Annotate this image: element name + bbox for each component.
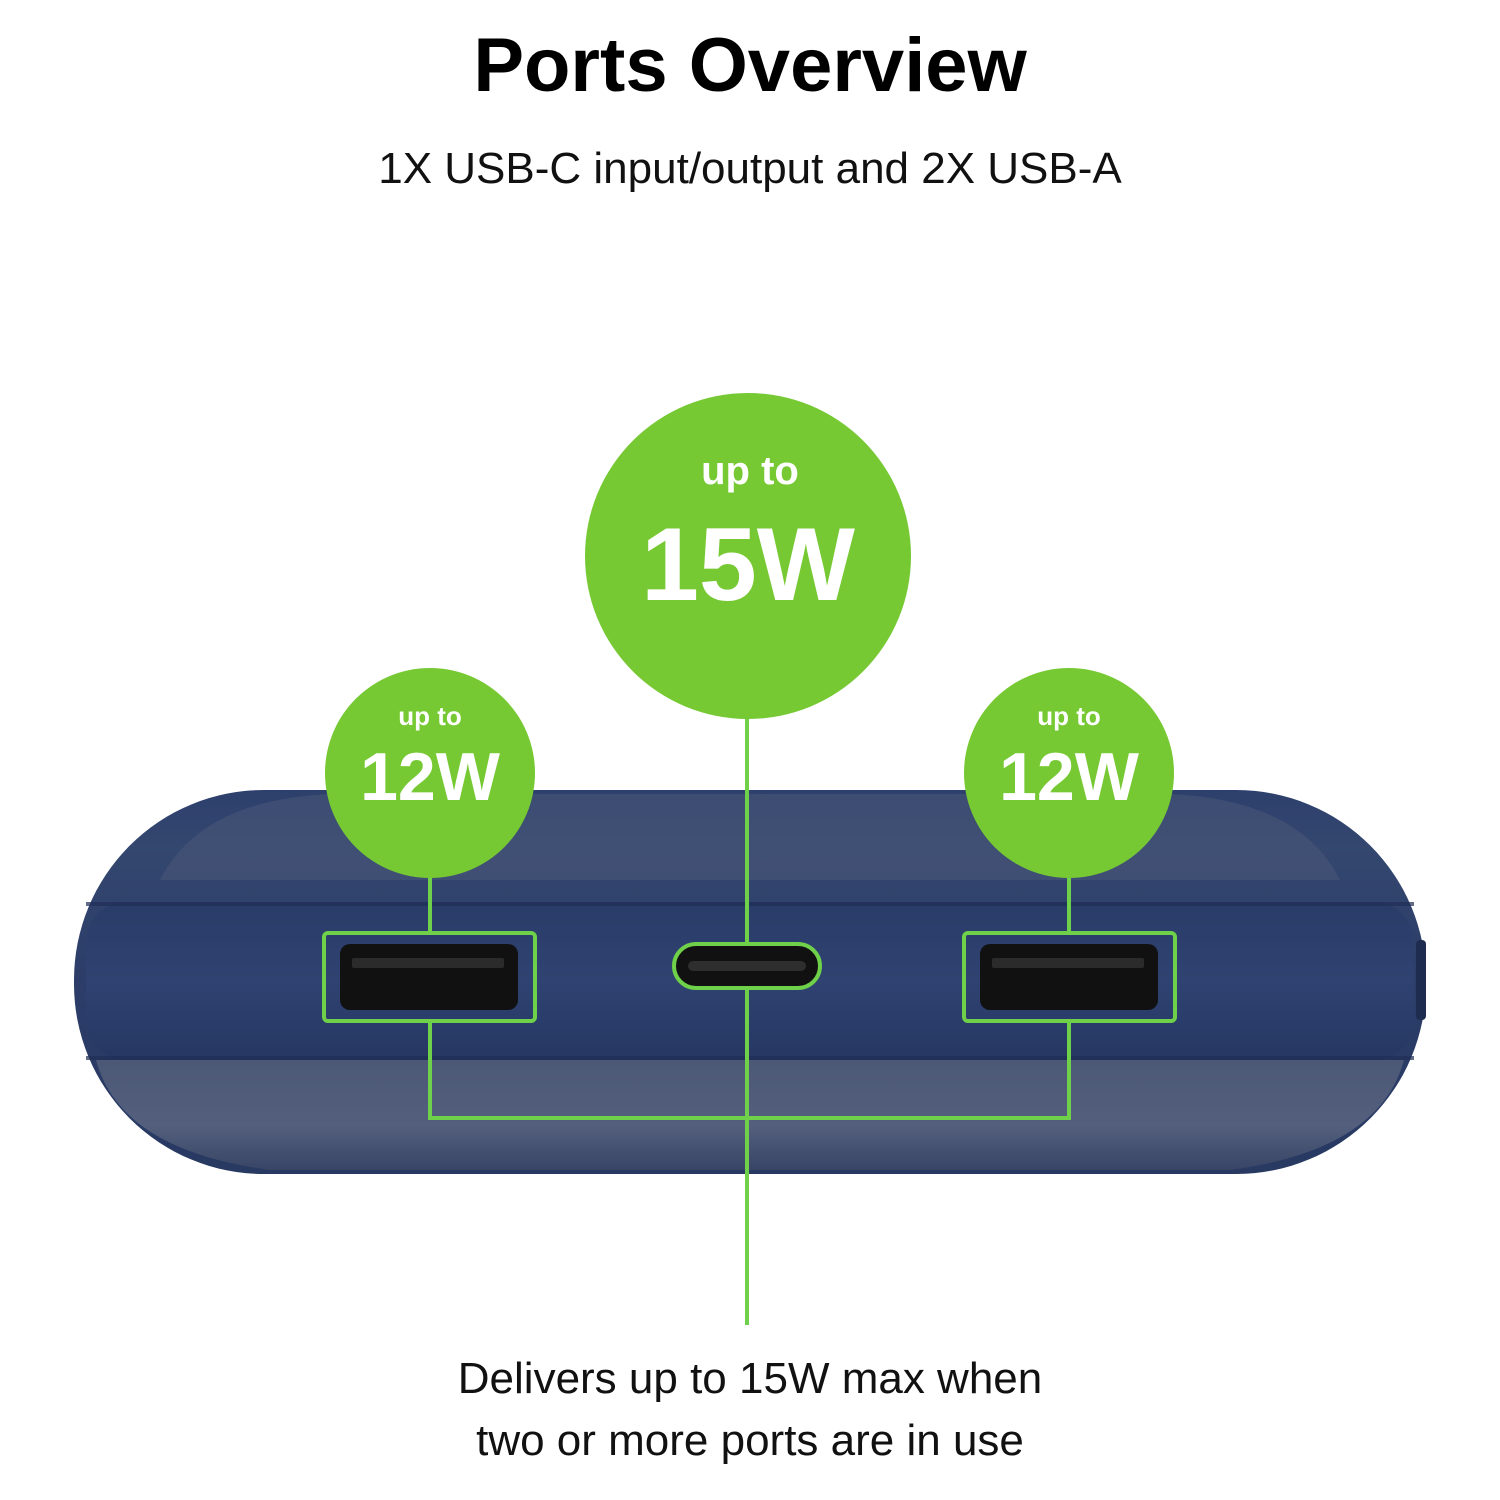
usb-a-port-right (962, 931, 1177, 1023)
page-subtitle: 1X USB-C input/output and 2X USB-A (378, 144, 1122, 193)
badge-left-prefix: up to (398, 701, 462, 731)
connector-lines (428, 715, 1071, 1325)
page-title: Ports Overview (473, 23, 1027, 108)
usb-a-port-left (322, 931, 537, 1023)
footnote: Delivers up to 15W max when two or more … (0, 1348, 1500, 1472)
power-badge-left: up to 12W (325, 668, 535, 878)
badge-center-prefix: up to (701, 449, 799, 493)
badge-center-value: 15W (641, 507, 856, 623)
badge-right-value: 12W (999, 739, 1140, 815)
footnote-line-1: Delivers up to 15W max when (457, 1354, 1043, 1403)
badge-right-prefix: up to (1037, 701, 1101, 731)
usb-c-port (672, 942, 822, 990)
badge-left-value: 12W (360, 739, 501, 815)
footnote-line-2: two or more ports are in use (476, 1416, 1024, 1465)
power-badge-right: up to 12W (964, 668, 1174, 878)
power-badge-center: up to 15W (585, 393, 911, 719)
